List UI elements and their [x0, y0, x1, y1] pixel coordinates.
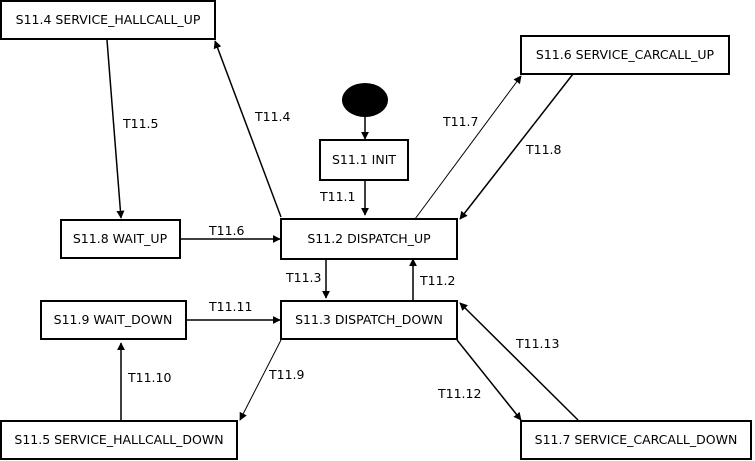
state-s11-2-label: S11.2 DISPATCH_UP: [307, 231, 431, 246]
state-s11-7: S11.7 SERVICE_CARCALL_DOWN: [520, 420, 752, 460]
state-s11-5-label: S11.5 SERVICE_HALLCALL_DOWN: [14, 432, 223, 447]
transition-label-t11-5: T11.5: [122, 116, 158, 131]
state-s11-5: S11.5 SERVICE_HALLCALL_DOWN: [0, 420, 238, 460]
transition-label-t11-2: T11.2: [419, 273, 455, 288]
transition-label-t11-11: T11.11: [208, 299, 252, 314]
transition-label-t11-10: T11.10: [127, 370, 171, 385]
edge-t11-13: [459, 302, 579, 421]
state-s11-6: S11.6 SERVICE_CARCALL_UP: [520, 35, 730, 75]
transition-label-t11-1: T11.1: [319, 189, 355, 204]
edge-t11-5: [106, 39, 125, 219]
state-s11-1-label: S11.1 INIT: [332, 152, 396, 167]
edge-t11-9: [239, 339, 282, 421]
transition-label-t11-4: T11.4: [254, 109, 291, 124]
transition-label-t11-13: T11.13: [515, 336, 559, 351]
state-s11-6-label: S11.6 SERVICE_CARCALL_UP: [536, 47, 715, 62]
transition-label-t11-12: T11.12: [437, 386, 481, 401]
transition-label-t11-8: T11.8: [525, 142, 562, 157]
transition-label-t11-9: T11.9: [268, 367, 305, 382]
edge-t11-7: [414, 75, 522, 220]
state-s11-3: S11.3 DISPATCH_DOWN: [280, 300, 458, 340]
state-s11-9: S11.9 WAIT_DOWN: [40, 300, 187, 340]
edge-t11-4: [213, 40, 282, 218]
state-s11-4: S11.4 SERVICE_HALLCALL_UP: [0, 0, 216, 40]
transition-label-t11-7: T11.7: [442, 114, 478, 129]
state-s11-3-label: S11.3 DISPATCH_DOWN: [295, 312, 443, 327]
state-s11-9-label: S11.9 WAIT_DOWN: [54, 312, 173, 327]
state-s11-4-label: S11.4 SERVICE_HALLCALL_UP: [16, 12, 201, 27]
state-s11-8-label: S11.8 WAIT_UP: [73, 231, 168, 246]
edge-t11-12: [456, 339, 522, 421]
transition-label-t11-3: T11.3: [285, 270, 321, 285]
initial-state-node: [342, 83, 388, 117]
state-s11-7-label: S11.7 SERVICE_CARCALL_DOWN: [535, 432, 738, 447]
state-s11-1: S11.1 INIT: [319, 139, 409, 181]
state-s11-2: S11.2 DISPATCH_UP: [280, 218, 458, 260]
transition-label-t11-6: T11.6: [208, 223, 245, 238]
state-s11-8: S11.8 WAIT_UP: [60, 219, 181, 259]
edge-t11-8: [459, 73, 574, 220]
